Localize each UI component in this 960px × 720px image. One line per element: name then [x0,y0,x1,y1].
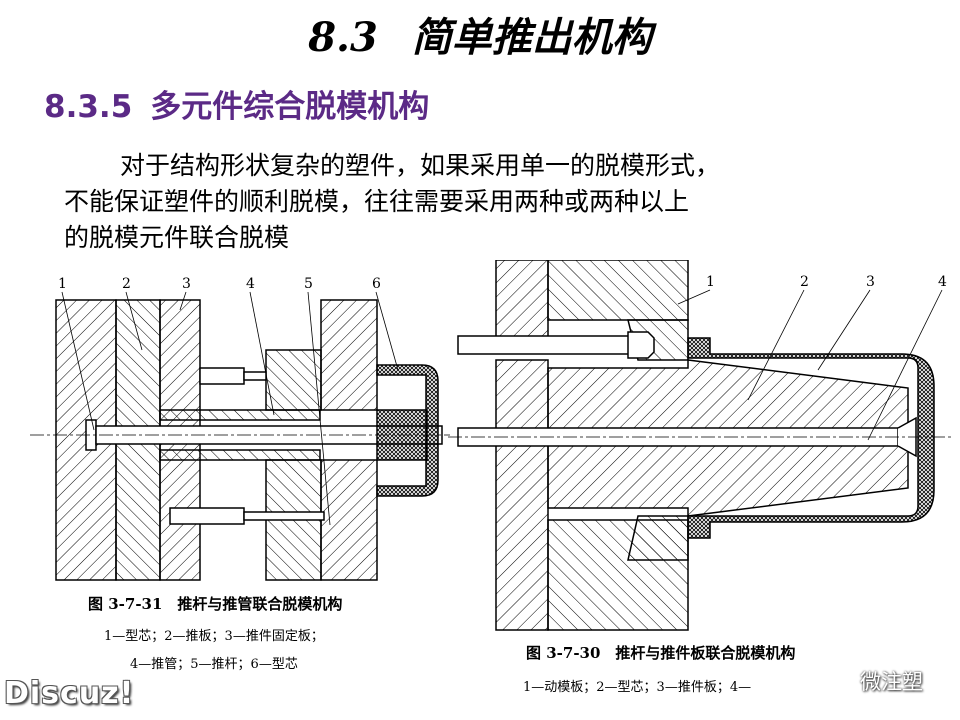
discuz-watermark: Discuz! [4,676,135,711]
left-mold-diagram: 1 2 3 4 5 6 [30,276,450,581]
subsection-title: 多元件综合脱模机构 [150,89,430,125]
callout-number: 3 [866,274,875,290]
callout-number: 1 [706,274,715,290]
section-title: 简单推出机构 [411,14,652,61]
body-line: 的脱模元件联合脱模 [64,223,290,252]
slide-title: 8.3 简单推出机构 [0,8,960,68]
callout-number: 1 [58,276,67,292]
left-figure-legend: 1—型芯；2—推板；3—推件固定板； [104,629,324,644]
callout-number: 4 [246,276,255,292]
subsection-number: 8.3.5 [44,89,133,125]
callout-number: 6 [372,276,381,292]
body-line: 不能保证塑件的顺利脱模，往往需要采用两种或两种以上 [64,187,690,216]
body-line: 对于结构形状复杂的塑件，如果采用单一的脱模形式， [120,151,721,180]
wechat-watermark: 微注塑 [818,664,948,698]
left-figure-legend: 4—推管；5—推杆；6—型芯 [130,657,298,672]
wechat-logo-icon [821,668,852,692]
callout-number: 5 [304,276,313,292]
wechat-account-name: 微注塑 [860,670,923,694]
right-mold-diagram: 1 2 3 4 [448,260,953,631]
slide-subtitle: 8.3.5 多元件综合脱模机构 [44,82,429,132]
right-figure-caption: 图 3-7-30 推杆与推件板联合脱模机构 [526,644,796,662]
callout-number: 2 [800,274,809,290]
callout-number: 4 [938,274,947,290]
callout-number: 3 [182,276,191,292]
right-figure-legend: 1—动模板；2—型芯；3—推件板；4— [523,680,752,695]
callout-number: 2 [122,276,131,292]
section-number: 8.3 [308,14,378,61]
body-paragraph: 对于结构形状复杂的塑件，如果采用单一的脱模形式， 不能保证塑件的顺利脱模，往往需… [64,148,924,256]
left-figure-caption: 图 3-7-31 推杆与推管联合脱模机构 [88,595,343,613]
